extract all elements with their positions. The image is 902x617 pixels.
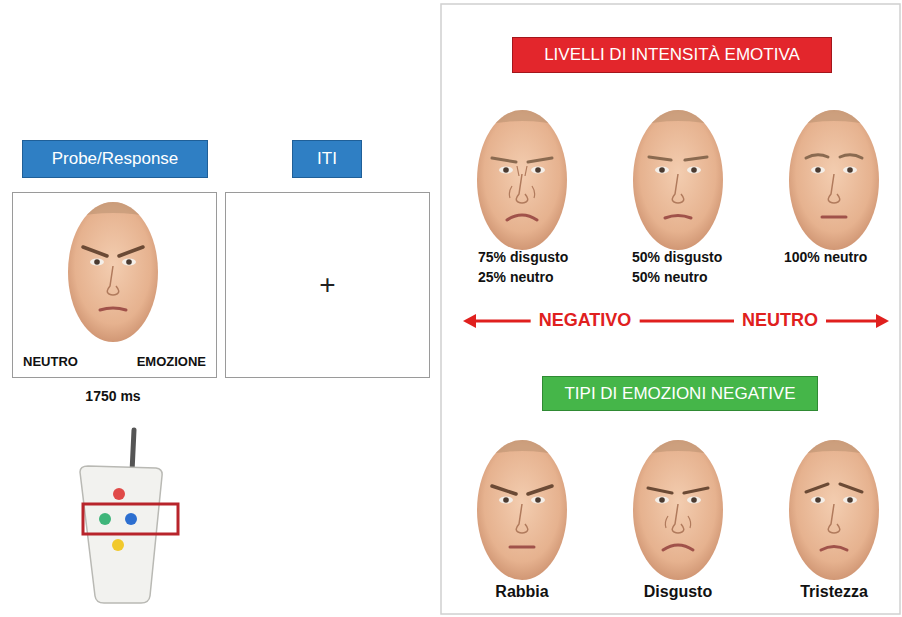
node-text: TIPI DI EMOZIONI NEGATIVE [564, 384, 795, 404]
response-remote [80, 430, 178, 603]
node-text: Probe/Response [52, 149, 179, 169]
intensity-label: 75% disgusto 25% neutro [478, 247, 590, 288]
probe-face [63, 197, 163, 342]
section-header: LIVELLI DI INTENSITÀ EMOTIVA [512, 37, 832, 73]
face-neutral [784, 105, 884, 250]
face-disgust [628, 435, 728, 580]
emotion-label: Disgusto [644, 583, 712, 601]
section-header: TIPI DI EMOZIONI NEGATIVE [542, 376, 818, 411]
probe-screen: NEUTRO EMOZIONE [12, 192, 217, 378]
emotion-label: Rabbia [495, 583, 548, 601]
intensity-label: 50% disgusto 50% neutro [632, 247, 744, 288]
node-text: LIVELLI DI INTENSITÀ EMOTIVA [544, 45, 800, 65]
node-text: EMOZIONE [137, 354, 206, 369]
emotion-label: Tristezza [800, 583, 868, 601]
phase-label: Probe/Response [22, 140, 208, 178]
face-sadness [784, 435, 884, 580]
iti-screen: + [225, 192, 430, 378]
node-text: + [319, 269, 335, 301]
face-anger [472, 435, 572, 580]
face-disgust-50 [628, 105, 728, 250]
node-text: NEUTRO [23, 354, 78, 369]
panel-outline [441, 4, 900, 614]
axis-label: NEUTRO [734, 310, 826, 331]
duration-label: 1750 ms [85, 388, 140, 404]
face-disgust-75 [472, 105, 572, 250]
phase-label: ITI [292, 140, 362, 178]
axis-label: NEGATIVO [531, 310, 640, 331]
node-text: ITI [317, 149, 337, 169]
intensity-label: 100% neutro [784, 247, 896, 267]
